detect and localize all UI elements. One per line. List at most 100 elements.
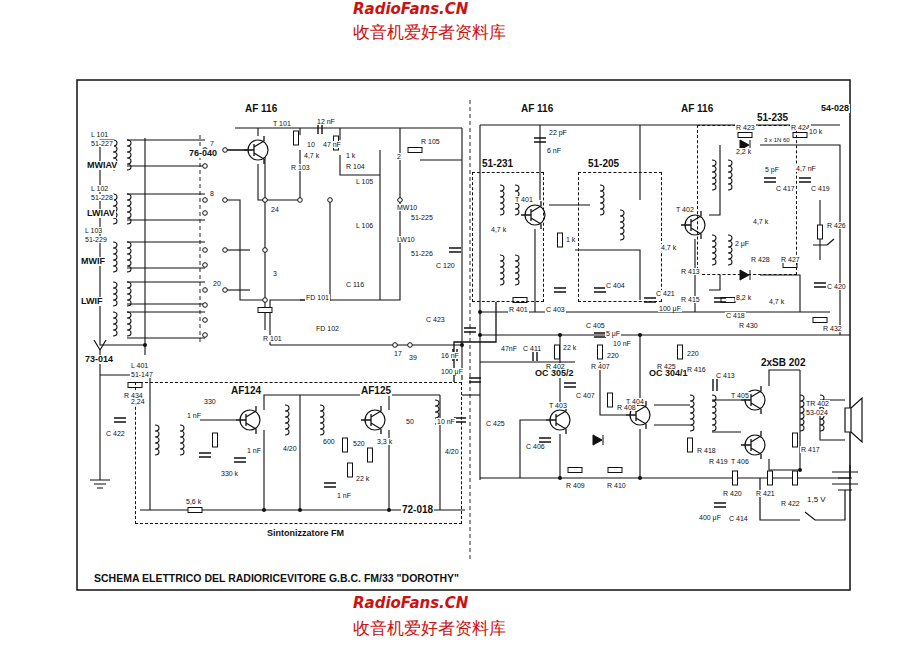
part-label: 2,2 k [735,148,752,155]
switch-contact [203,318,208,323]
transistor-symbol [741,431,765,459]
part-label: R 101 [262,335,283,342]
wire [235,127,462,128]
resistor-symbol [608,468,622,473]
watermark: 收音机爱好者资料库 [352,620,507,637]
part-label: 4,7 k [490,226,507,233]
coil-symbol [113,282,117,306]
part-label: 330 [203,398,217,405]
part-label: R 420 [722,490,743,497]
dashed-divider [200,100,470,560]
wire [127,281,205,282]
resistor-symbol [294,131,299,145]
watermark: 收音机爱好者资料库 [352,24,507,41]
part-label: 47 nF [322,141,342,148]
part-label: L 105 [355,178,374,185]
part-label: AF124 [230,386,262,396]
coil-symbol [500,255,504,285]
part-label: 1 nF [246,447,262,454]
part-label: 4/20 [444,448,460,455]
part-label: 1 nF [186,412,202,419]
resistor-symbol [768,471,773,485]
coil-symbol [728,235,732,265]
wire [340,128,380,175]
part-label: C 404 [605,282,626,289]
wire [389,395,440,510]
part-label: R 416 [686,366,707,373]
part-label: 100 μF [658,305,682,312]
capacitor-symbol [713,379,717,391]
resistor-symbol [368,448,373,462]
part-label: R 421 [755,490,776,497]
wire [709,145,720,215]
coil-symbol [127,282,131,306]
part-label: C 406 [525,443,546,450]
wire [144,138,145,355]
part-label: 8 [209,190,215,197]
part-label: 10 k [808,128,823,135]
wire [127,337,205,338]
part-label: 1 nF [336,492,352,499]
part-label: C 405 [585,322,606,329]
coil-symbol [113,242,117,272]
module-box: 51-231 [472,172,544,302]
part-label: 39 [408,354,418,361]
transistor-symbol [244,136,268,164]
resistor-symbol [793,433,798,447]
part-label: R 408 [616,404,637,411]
resistor-symbol [738,133,752,138]
part-label: 73-014 [84,355,114,364]
junction-dot [798,468,802,472]
part-label: C 417 [775,185,796,192]
transistor-symbol [741,386,765,414]
resistor-symbol [348,463,353,477]
part-label: 4,7 nF [795,165,817,172]
part-label: L 106 [355,222,374,229]
capacitor-symbol [324,483,336,487]
part-label: 5 pF [764,166,780,173]
part-label: R 423 [735,124,756,131]
wire [709,275,720,290]
wire [479,125,480,480]
junction-dot [638,333,642,337]
part-label: MWIF [80,257,106,266]
wire [799,370,800,470]
part-label: MW10 [396,204,418,211]
part-label: 4/20 [282,445,298,452]
part-label: C 421 [655,290,676,297]
part-label: 3 x 1N 60 [763,137,791,143]
part-label: FD 101 [305,294,330,301]
capacitor-symbol [449,248,461,252]
coil-symbol [712,395,716,431]
part-label: 12 nF [316,118,336,125]
part-label: 5,6 k [185,498,202,505]
transistor-symbol [236,406,260,434]
junction-dot [558,476,562,480]
watermark: RadioFans.CN [352,596,469,611]
switch-contact [263,248,268,253]
switch-contact [393,343,398,348]
capacitor-symbol [539,438,551,442]
coil-symbol [500,185,504,215]
capacitor-symbol [554,288,566,292]
coil-symbol [155,425,159,455]
wire [127,311,205,312]
part-label: 47nF [500,345,518,352]
part-label: C 425 [485,420,506,427]
switch-contact [203,333,208,338]
part-label: 51-229 [84,236,108,243]
part-label: AF 116 [244,104,278,114]
junction-dot [460,343,464,347]
part-label: C 116 [345,281,365,288]
module-label: 51-231 [481,159,514,169]
part-label: 4,7 k [303,152,320,159]
part-label: C 414 [728,515,749,522]
part-label: C 422 [105,430,126,437]
transistor-symbol [546,406,570,434]
wire [379,150,380,300]
part-label: 22 pF [548,129,568,136]
wire [257,128,258,136]
wire [225,289,250,290]
transistor-symbol [681,211,705,239]
